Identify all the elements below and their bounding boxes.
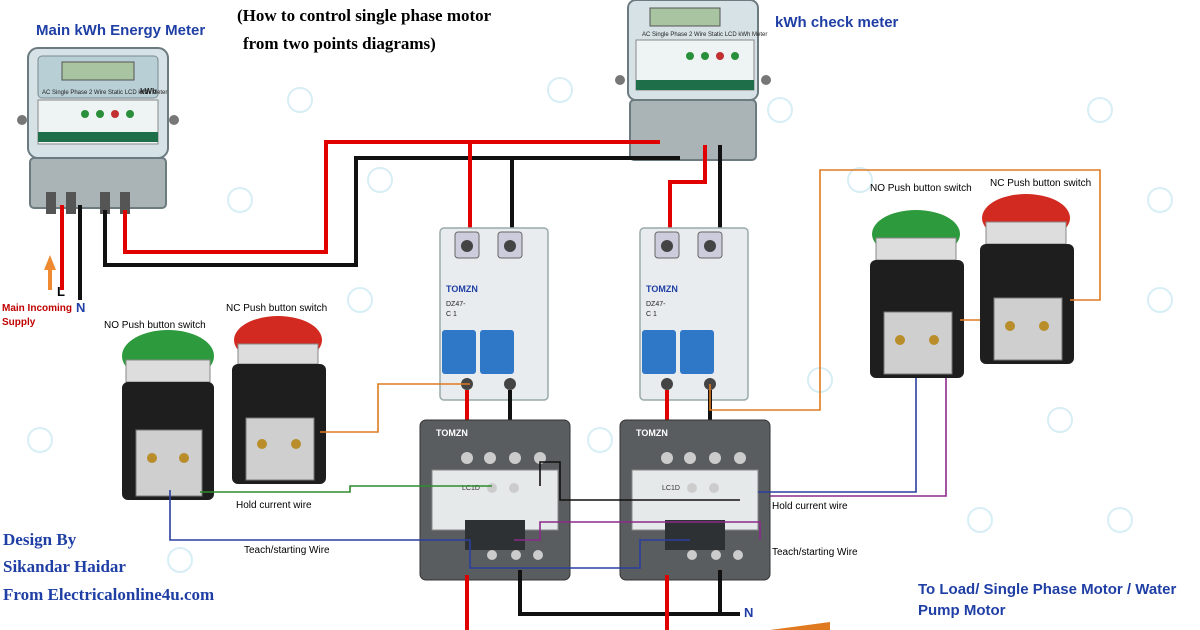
right-nc-push-button bbox=[980, 194, 1074, 364]
diagram-title-line-2: from two points diagrams) bbox=[243, 34, 436, 53]
live-label: L bbox=[57, 284, 65, 299]
main-meter-label: Main kWh Energy Meter bbox=[36, 22, 206, 39]
teach-wire-label-left: Teach/starting Wire bbox=[244, 545, 330, 556]
neutral-out-label: N bbox=[744, 605, 754, 620]
check-meter-label: kWh check meter bbox=[775, 14, 899, 31]
contactor-left: TOMZN LC1D bbox=[419, 419, 571, 581]
load-label-line-1: To Load/ Single Phase Motor / Water bbox=[918, 581, 1177, 598]
hold-wire-label-right: Hold current wire bbox=[772, 501, 848, 512]
credit-line-3: From Electricalonline4u.com bbox=[3, 585, 215, 604]
output-wires bbox=[465, 570, 830, 630]
supply-label-line-1: Main Incoming bbox=[2, 303, 72, 314]
right-nc-switch-label: NC Push button switch bbox=[990, 178, 1092, 189]
left-nc-push-button bbox=[232, 316, 326, 484]
main-kwh-meter: AC Single Phase 2 Wire Static LCD kWh Me… bbox=[17, 47, 179, 214]
check-kwh-meter: AC Single Phase 2 Wire Static LCD kWh Me… bbox=[615, 0, 771, 161]
device-marking-text: C 1 bbox=[446, 311, 457, 318]
device-marking-text: TOMZN bbox=[636, 428, 668, 438]
right-no-switch-label: NO Push button switch bbox=[870, 183, 972, 194]
device-marking-text: AC Single Phase 2 Wire Static LCD kWh Me… bbox=[42, 90, 167, 96]
neutral-label: N bbox=[76, 300, 86, 315]
credit-line-1: Design By bbox=[3, 530, 77, 549]
device-marking-text: AC Single Phase 2 Wire Static LCD kWh Me… bbox=[642, 32, 767, 38]
device-marking-text: TOMZN bbox=[646, 284, 678, 294]
hold-wire-label-left: Hold current wire bbox=[236, 500, 312, 511]
load-label-line-2: Pump Motor bbox=[918, 602, 1006, 619]
device-marking-text: DZ47- bbox=[646, 301, 666, 308]
device-marking-text: LC1D bbox=[462, 485, 480, 492]
teach-wire-label-right: Teach/starting Wire bbox=[772, 547, 858, 558]
feeder-wires bbox=[103, 140, 722, 267]
breaker-left: TOMZN DZ47- C 1 bbox=[439, 227, 549, 401]
left-nc-switch-label: NC Push button switch bbox=[226, 303, 328, 314]
incoming-supply-wires bbox=[44, 205, 82, 300]
breaker-right: TOMZN DZ47- C 1 bbox=[639, 227, 749, 401]
supply-label-line-2: Supply bbox=[2, 317, 36, 328]
device-marking-text: TOMZN bbox=[446, 284, 478, 294]
left-no-push-button bbox=[122, 330, 214, 500]
right-no-push-button bbox=[870, 210, 964, 378]
device-marking-text: DZ47- bbox=[446, 301, 466, 308]
device-marking-text: C 1 bbox=[646, 311, 657, 318]
device-marking-text: kWh bbox=[140, 87, 157, 96]
left-no-switch-label: NO Push button switch bbox=[104, 320, 206, 331]
device-marking-text: TOMZN bbox=[436, 428, 468, 438]
diagram-title-line-1: (How to control single phase motor bbox=[237, 6, 492, 25]
credit-line-2: Sikandar Haidar bbox=[3, 557, 126, 576]
control-wires bbox=[169, 169, 1101, 569]
device-marking-text: LC1D bbox=[662, 485, 680, 492]
